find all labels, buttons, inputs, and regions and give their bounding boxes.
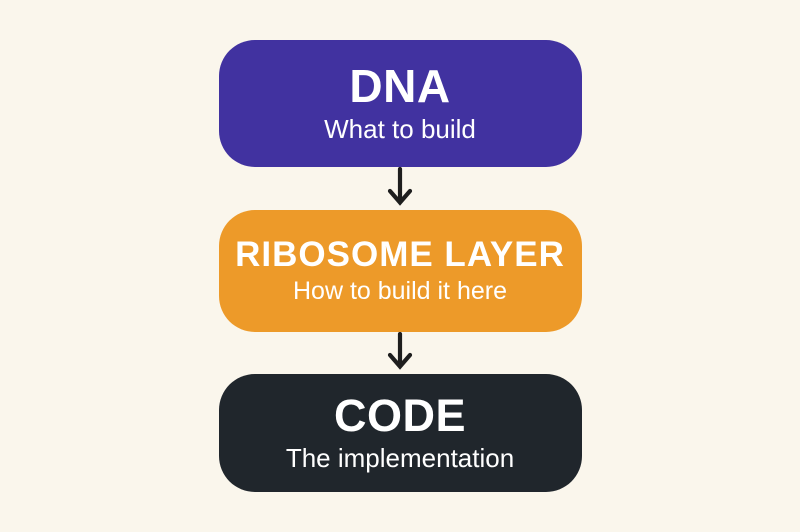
node-code: CODE The implementation bbox=[218, 374, 582, 492]
node-ribosome-layer-title: RIBOSOME LAYER bbox=[235, 235, 565, 275]
arrow-down-icon bbox=[387, 332, 413, 370]
node-code-title: CODE bbox=[333, 390, 466, 442]
node-dna-title: DNA bbox=[349, 60, 451, 113]
node-code-subtitle: The implementation bbox=[285, 442, 515, 473]
arrow-down-icon bbox=[387, 167, 413, 206]
node-ribosome-layer: RIBOSOME LAYER How to build it here bbox=[218, 210, 582, 332]
node-dna-subtitle: What to build bbox=[324, 113, 476, 144]
node-ribosome-layer-subtitle: How to build it here bbox=[292, 277, 507, 306]
node-dna: DNA What to build bbox=[218, 40, 582, 167]
